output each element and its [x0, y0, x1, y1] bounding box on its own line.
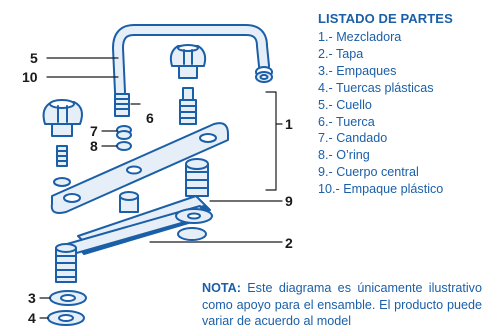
parts-list-item: 9.- Cuerpo central [318, 165, 419, 180]
callout-10: 10 [22, 69, 38, 85]
parts-list-item: 6.- Tuerca [318, 114, 375, 129]
spout-nut [114, 93, 130, 117]
left-valve-stem [53, 145, 71, 187]
bottom-left-shank [47, 243, 87, 326]
cover-plate [59, 205, 213, 257]
callout-8: 8 [90, 138, 98, 154]
leader-lines [39, 57, 283, 319]
callout-6: 6 [146, 110, 154, 126]
callout-4: 4 [28, 310, 36, 326]
parts-list-item: 1.- Mezcladora [318, 30, 402, 44]
parts-list-item: 3.- Empaques [318, 63, 397, 78]
callout-5: 5 [30, 50, 38, 66]
parts-list-item: 5.- Cuello [318, 97, 372, 112]
parts-list-title: LISTADO DE PARTES [318, 11, 453, 26]
note-label: NOTA: [202, 281, 241, 295]
callout-1: 1 [285, 116, 293, 132]
parts-list-item: 2.- Tapa [318, 46, 364, 61]
lock-and-oring [116, 125, 132, 151]
callout-9: 9 [285, 193, 293, 209]
spout-neck [112, 24, 273, 98]
parts-list-item: 8.- O’ring [318, 148, 370, 163]
right-handle [169, 44, 207, 79]
left-handle [42, 99, 83, 137]
parts-list-item: 10.- Empaque plástico [318, 182, 444, 197]
right-valve-stem [179, 87, 197, 125]
parts-list: 1.- Mezcladora 2.- Tapa 3.- Empaques 4.-… [318, 29, 484, 198]
parts-list-item: 4.- Tuercas plásticas [318, 80, 434, 95]
callout-3: 3 [28, 290, 36, 306]
callout-2: 2 [285, 235, 293, 251]
note-text: Este diagrama es únicamente ilustrativo … [202, 281, 482, 328]
callout-7: 7 [90, 123, 98, 139]
parts-list-panel: LISTADO DE PARTES 1.- Mezcladora 2.- Tap… [318, 10, 484, 198]
mixer-body [50, 122, 229, 214]
assembly-note: NOTA: Este diagrama es únicamente ilustr… [202, 280, 482, 330]
parts-list-item: 7.- Candado [318, 131, 388, 146]
